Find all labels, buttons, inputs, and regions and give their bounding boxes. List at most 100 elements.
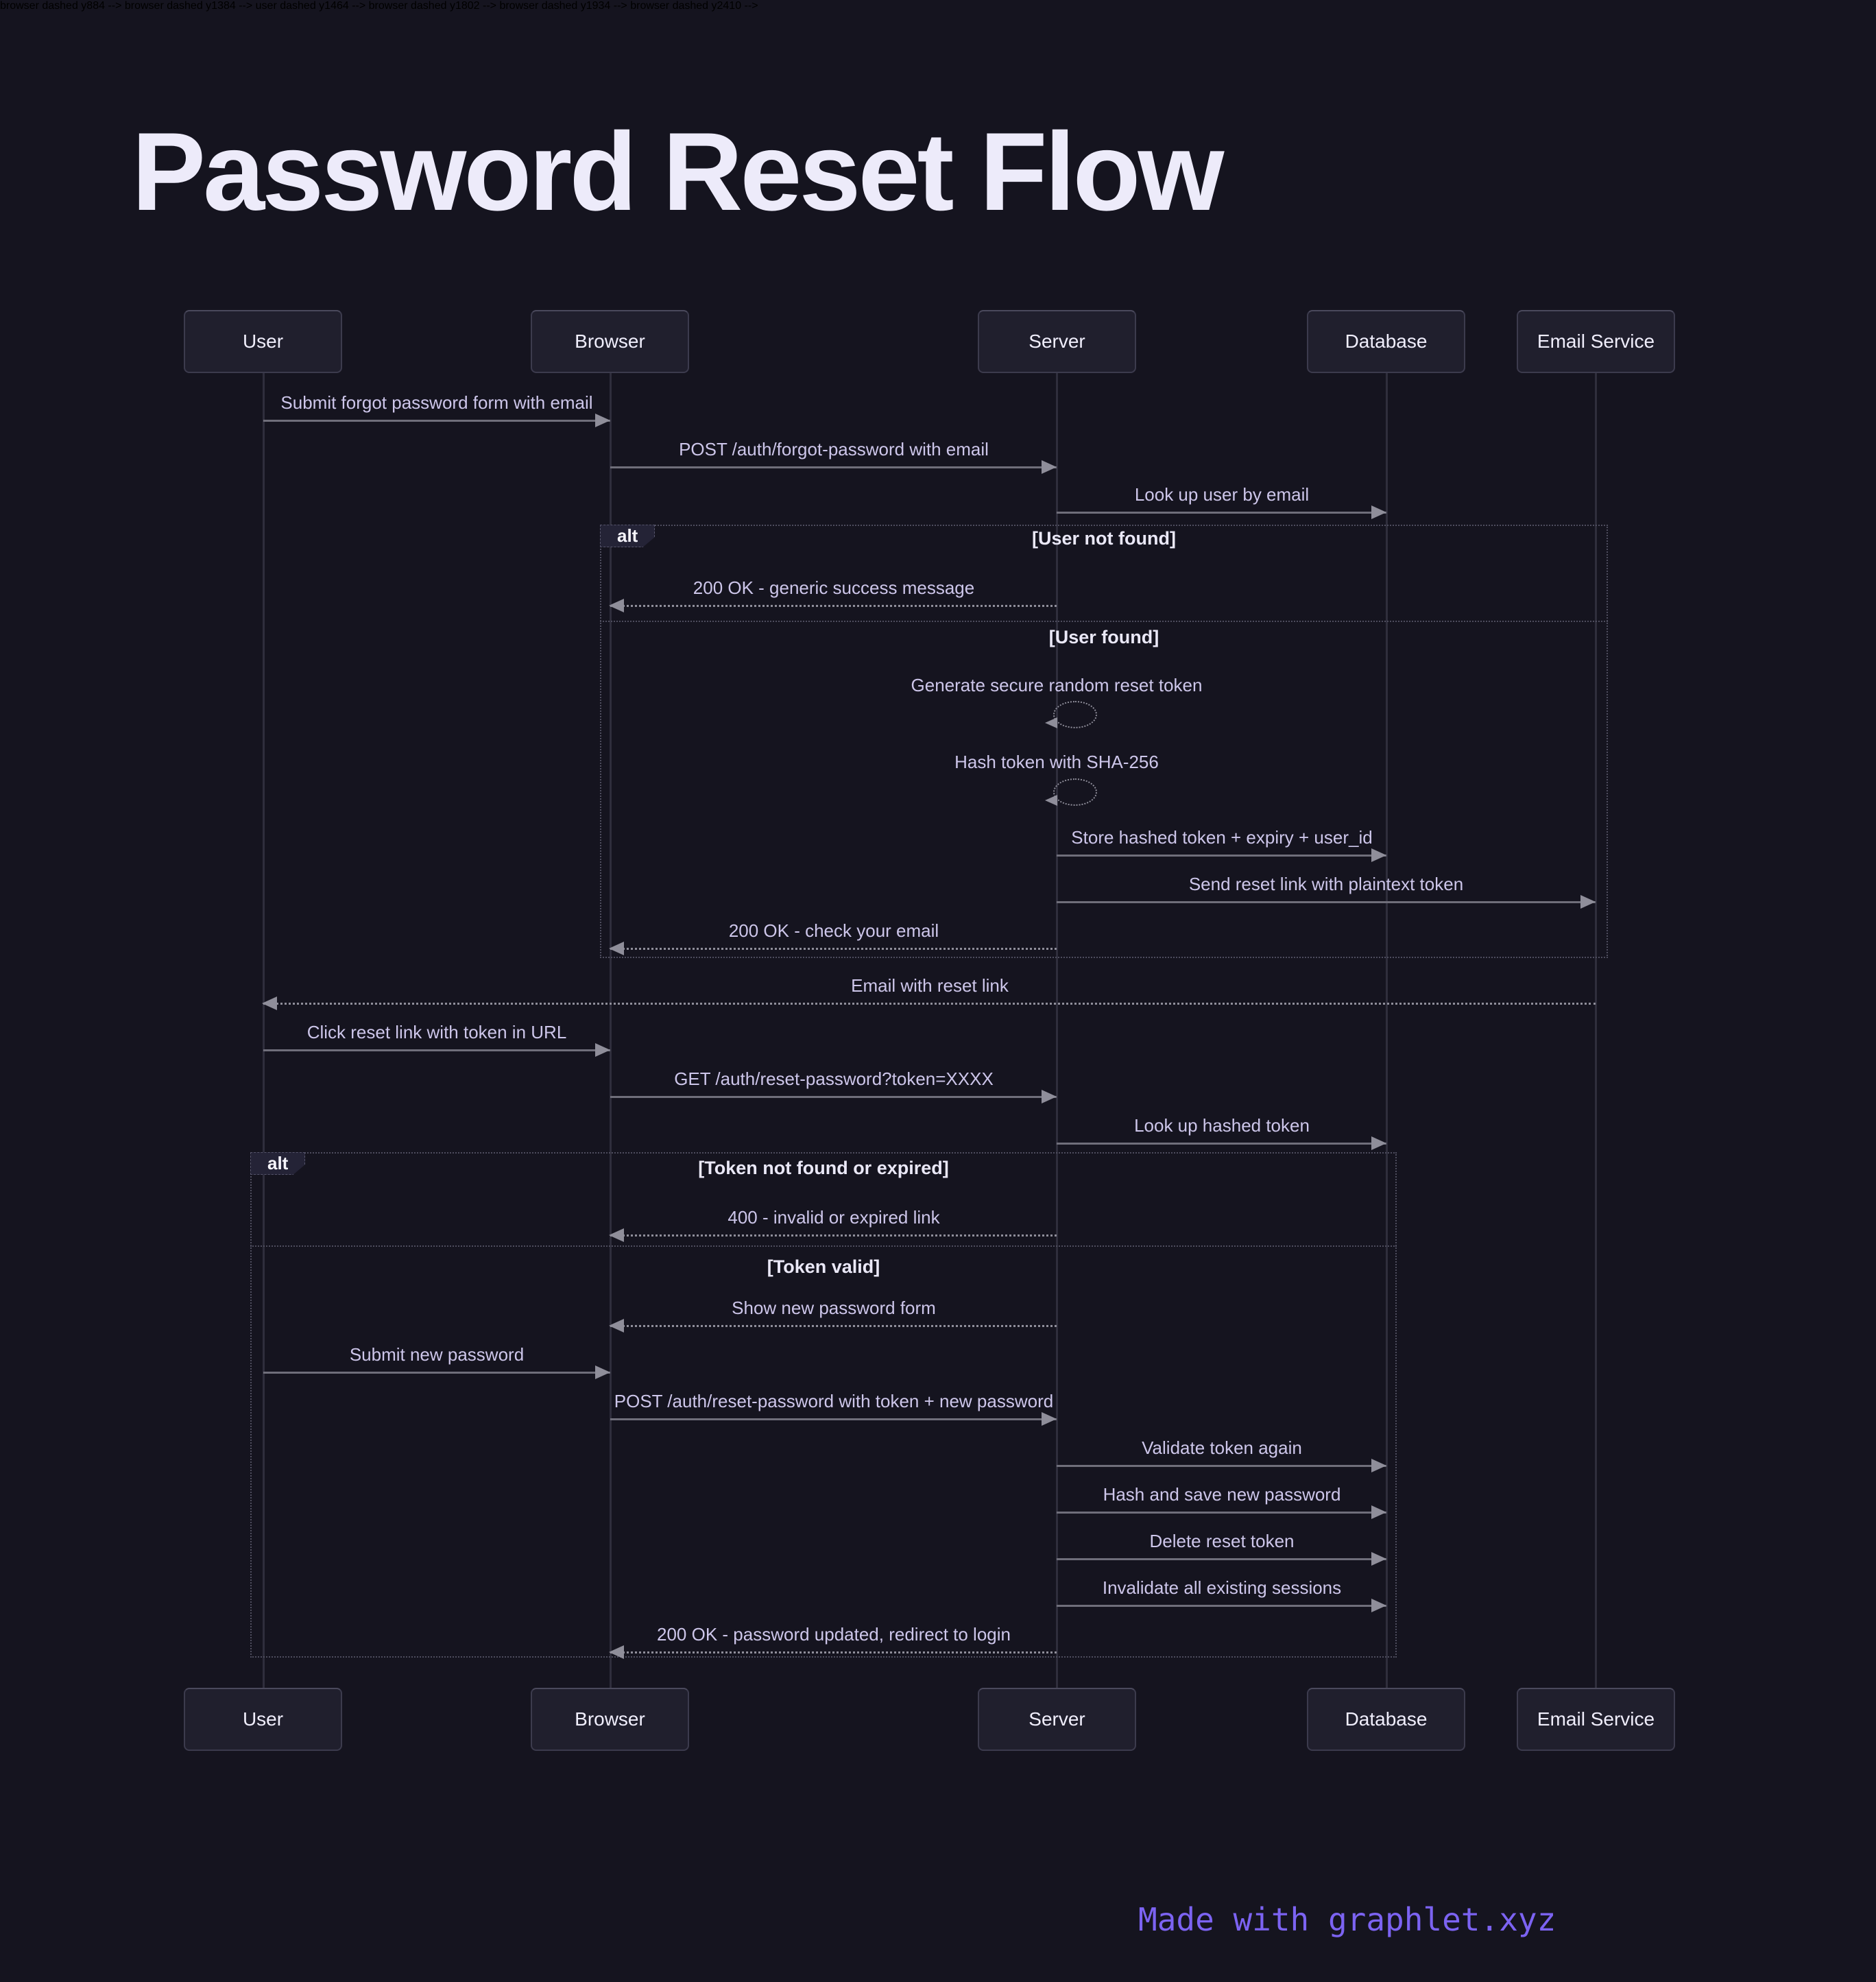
arrowhead [595, 1043, 610, 1057]
arrowhead [1371, 1459, 1386, 1472]
arrow-post-forgot-password [610, 466, 1057, 468]
arrowhead [1371, 848, 1386, 862]
message-200-password-updated: 200 OK - password updated, redirect to l… [657, 1624, 1011, 1645]
arrow-get-reset-password [610, 1096, 1057, 1098]
participant-label: Email Service [1537, 331, 1655, 352]
alt-frame-2 [250, 1152, 1397, 1658]
arrow-validate-token [1057, 1465, 1386, 1467]
participant-label: User [242, 331, 284, 352]
participant-label: Database [1345, 1708, 1428, 1730]
participant-label: Browser [575, 1708, 645, 1730]
arrowhead [609, 1228, 624, 1242]
arrow-store-hashed-token [1057, 855, 1386, 857]
message-click-reset-link: Click reset link with token in URL [306, 1022, 567, 1042]
arrowhead [595, 414, 610, 427]
arrow-200-password-updated [610, 1651, 1057, 1653]
participant-user-bottom: User [184, 1688, 342, 1751]
arrowhead [1580, 895, 1596, 909]
participant-email-service-top: Email Service [1517, 310, 1675, 373]
arrow-show-password-form [610, 1325, 1057, 1327]
arrow-invalidate-sessions [1057, 1605, 1386, 1607]
participant-browser-bottom: Browser [531, 1688, 689, 1751]
arrow-lookup-user [1057, 512, 1386, 514]
arrowhead [1042, 1090, 1057, 1103]
arrowhead [1371, 1599, 1386, 1612]
message-delete-reset-token: Delete reset token [1149, 1531, 1295, 1551]
message-lookup-user: Look up user by email [1134, 484, 1310, 505]
arrowhead [595, 1365, 610, 1379]
arrowhead [1371, 1136, 1386, 1150]
alt-frame-1 [600, 525, 1608, 958]
arrowhead [1045, 795, 1057, 806]
arrow-200-check-email [610, 948, 1057, 950]
message-get-reset-password: GET /auth/reset-password?token=XXXX [674, 1068, 994, 1089]
arrow-400-invalid-link [610, 1234, 1057, 1237]
self-loop-generate-token [1053, 701, 1097, 728]
participant-email-service-bottom: Email Service [1517, 1688, 1675, 1751]
arrow-delete-reset-token [1057, 1558, 1386, 1560]
lifeline-database [1386, 373, 1388, 1688]
message-400-invalid-link: 400 - invalid or expired link [727, 1207, 940, 1228]
message-show-password-form: Show new password form [732, 1298, 936, 1318]
message-generate-token: Generate secure random reset token [911, 675, 1203, 695]
arrowhead [1042, 1412, 1057, 1426]
arrowhead [609, 1645, 624, 1659]
arrowhead [1045, 717, 1057, 728]
participant-label: Server [1029, 331, 1085, 352]
message-validate-token: Validate token again [1142, 1437, 1302, 1458]
arrow-send-reset-link [1057, 901, 1596, 903]
message-hash-token: Hash token with SHA-256 [954, 752, 1159, 772]
arrowhead [609, 942, 624, 955]
credit-link[interactable]: Made with graphlet.xyz [1138, 1901, 1556, 1938]
arrow-lookup-hashed-token [1057, 1143, 1386, 1145]
alt-frame-2-divider [250, 1245, 1397, 1247]
message-submit-forgot-form: Submit forgot password form with email [280, 392, 593, 413]
arrow-submit-forgot-form [263, 420, 610, 422]
participant-browser-top: Browser [531, 310, 689, 373]
participant-label: Database [1345, 331, 1428, 352]
message-post-forgot-password: POST /auth/forgot-password with email [679, 439, 989, 459]
arrowhead [262, 996, 277, 1010]
alt-frame-2-guard-valid: [Token valid] [767, 1256, 880, 1277]
lifeline-server [1056, 373, 1058, 1688]
message-lookup-hashed-token: Look up hashed token [1134, 1115, 1310, 1136]
alt-frame-1-label: alt [600, 525, 655, 547]
arrowhead [1371, 505, 1386, 519]
alt-frame-1-guard-found: [User found] [1048, 627, 1159, 647]
message-post-reset-password: POST /auth/reset-password with token + n… [614, 1391, 1054, 1411]
alt-frame-2-guard-invalid: [Token not found or expired] [698, 1158, 949, 1178]
arrow-submit-new-password [263, 1372, 610, 1374]
message-submit-new-password: Submit new password [349, 1344, 525, 1365]
participant-database-top: Database [1307, 310, 1465, 373]
page-title: Password Reset Flow [132, 110, 1224, 234]
participant-label: Browser [575, 331, 645, 352]
arrowhead [609, 599, 624, 612]
arrowhead [1371, 1505, 1386, 1519]
arrow-200-generic-success [610, 605, 1057, 607]
message-hash-save-password: Hash and save new password [1103, 1484, 1341, 1505]
participant-label: Server [1029, 1708, 1085, 1730]
lifeline-browser [610, 373, 612, 1688]
participant-user-top: User [184, 310, 342, 373]
message-send-reset-link: Send reset link with plaintext token [1188, 874, 1464, 894]
arrow-email-reset-link [263, 1003, 1596, 1005]
lifeline-user [263, 373, 265, 1688]
arrowhead [609, 1319, 624, 1333]
arrow-post-reset-password [610, 1418, 1057, 1420]
message-invalidate-sessions: Invalidate all existing sessions [1102, 1577, 1342, 1598]
participant-database-bottom: Database [1307, 1688, 1465, 1751]
message-200-check-email: 200 OK - check your email [728, 920, 939, 941]
alt-frame-1-divider [600, 621, 1608, 622]
arrow-click-reset-link [263, 1049, 610, 1051]
participant-server-bottom: Server [978, 1688, 1136, 1751]
message-email-reset-link: Email with reset link [851, 975, 1009, 996]
self-loop-hash-token [1053, 778, 1097, 806]
arrow-hash-save-password [1057, 1512, 1386, 1514]
arrowhead [1042, 460, 1057, 474]
arrowhead [1371, 1552, 1386, 1566]
message-store-hashed-token: Store hashed token + expiry + user_id [1071, 827, 1373, 848]
participant-label: Email Service [1537, 1708, 1655, 1730]
lifeline-email-service [1595, 373, 1597, 1688]
message-200-generic-success: 200 OK - generic success message [693, 577, 975, 598]
